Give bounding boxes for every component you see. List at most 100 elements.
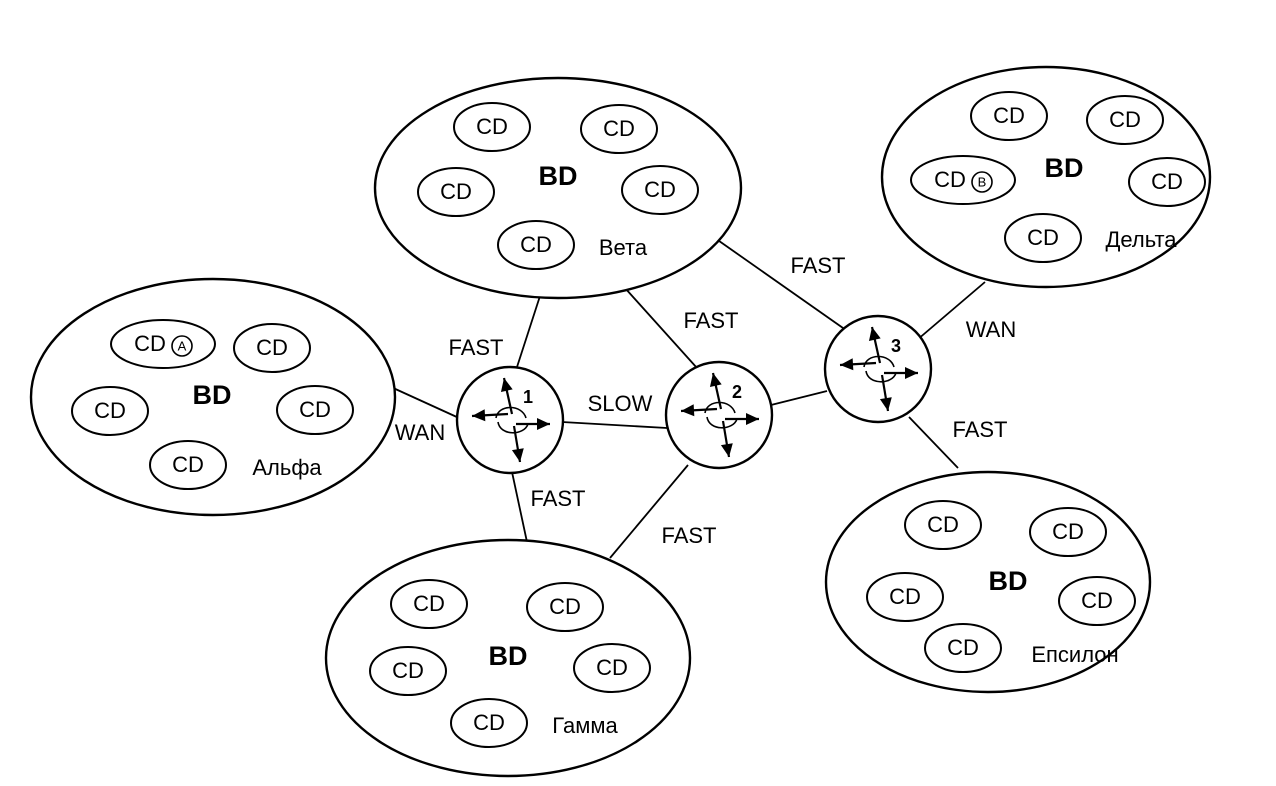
cd-ellipse bbox=[233, 323, 311, 373]
link-label-beta-r2: FAST bbox=[683, 308, 738, 333]
cd-ellipse bbox=[276, 385, 354, 435]
arrowhead bbox=[746, 413, 759, 425]
link-label-r3-delta: WAN bbox=[966, 317, 1017, 342]
cd-ellipse bbox=[910, 155, 1016, 205]
cd-label: CD bbox=[476, 114, 508, 139]
cd-label: CD bbox=[644, 177, 676, 202]
arrowhead bbox=[709, 373, 722, 387]
bd-label: BD bbox=[489, 641, 528, 671]
cd-ellipse bbox=[1004, 213, 1082, 263]
cd-marker-label: B bbox=[978, 174, 987, 189]
swirl-arc bbox=[495, 406, 527, 419]
cd-node: CD bbox=[233, 323, 311, 373]
cd-node: CD bbox=[526, 582, 604, 632]
bd-label: BD bbox=[539, 161, 578, 191]
cd-label: CD bbox=[473, 710, 505, 735]
arrowhead bbox=[720, 443, 733, 457]
domain-name: Дельта bbox=[1105, 227, 1177, 252]
cd-node: CD bbox=[573, 643, 651, 693]
arrowhead bbox=[681, 404, 695, 417]
arrowhead bbox=[840, 358, 854, 371]
cd-label: CD bbox=[172, 452, 204, 477]
cd-marker-circle bbox=[971, 171, 993, 193]
router-arrows-icon bbox=[680, 372, 759, 458]
swirl-arc bbox=[704, 401, 736, 414]
cd-marker-label: A bbox=[178, 338, 187, 353]
link-label-r2-gamma: FAST bbox=[661, 523, 716, 548]
cd-label: CD bbox=[134, 331, 166, 356]
cd-marker-circle bbox=[171, 335, 193, 357]
cd-ellipse bbox=[1086, 95, 1164, 145]
cd-label: CD bbox=[993, 103, 1025, 128]
cd-node: CD bbox=[276, 385, 354, 435]
cd-ellipse bbox=[1058, 576, 1136, 626]
arrowhead bbox=[905, 367, 918, 379]
link-label-r3-epsilon: FAST bbox=[952, 417, 1007, 442]
cd-node: CD bbox=[1029, 507, 1107, 557]
router-circle bbox=[823, 314, 933, 424]
cd-ellipse bbox=[390, 579, 468, 629]
router-label: 2 bbox=[732, 382, 742, 402]
cd-ellipse bbox=[573, 643, 651, 693]
link-r2-r3 bbox=[770, 390, 828, 406]
cd-label: CD bbox=[520, 232, 552, 257]
router-r2: 2 bbox=[664, 360, 774, 470]
cd-node: CD bbox=[390, 579, 468, 629]
link-r1-gamma bbox=[511, 471, 528, 543]
cd-ellipse bbox=[110, 319, 216, 369]
router-arrows-icon bbox=[839, 326, 918, 412]
cd-label: CD bbox=[1109, 107, 1141, 132]
cd-ellipse bbox=[924, 623, 1002, 673]
cd-ellipse bbox=[866, 572, 944, 622]
router-r3: 3 bbox=[823, 314, 933, 424]
cd-node: CD bbox=[1004, 213, 1082, 263]
link-beta-r1 bbox=[516, 295, 541, 368]
cd-node: CD bbox=[453, 102, 531, 152]
domain-name: Альфа bbox=[252, 455, 322, 480]
bd-label: BD bbox=[193, 380, 232, 410]
bd-label: BD bbox=[989, 566, 1028, 596]
cd-ellipse bbox=[1029, 507, 1107, 557]
swirl-arc bbox=[706, 416, 738, 429]
cd-node: CD bbox=[1086, 95, 1164, 145]
cd-node: CD bbox=[866, 572, 944, 622]
cd-label: CD bbox=[299, 397, 331, 422]
link-alpha-r1 bbox=[390, 386, 460, 419]
link-label-beta-r3: FAST bbox=[790, 253, 845, 278]
link-beta-r2 bbox=[624, 287, 698, 369]
cd-ellipse bbox=[526, 582, 604, 632]
cd-node: CD bbox=[417, 167, 495, 217]
link-r3-delta bbox=[916, 281, 986, 341]
cd-node: CD bbox=[1128, 157, 1206, 207]
cd-node: CD bbox=[580, 104, 658, 154]
cd-ellipse bbox=[497, 220, 575, 270]
cd-ellipse bbox=[417, 167, 495, 217]
cd-ellipse bbox=[453, 102, 531, 152]
domain-name: Вета bbox=[599, 235, 648, 260]
swirl-arc bbox=[865, 370, 897, 383]
link-label-beta-r1: FAST bbox=[448, 335, 503, 360]
cd-ellipse bbox=[970, 91, 1048, 141]
arrowhead bbox=[500, 378, 513, 392]
cd-label: CD bbox=[1027, 225, 1059, 250]
cd-node: CD bbox=[970, 91, 1048, 141]
link-label-r1-r2: SLOW bbox=[588, 391, 653, 416]
router-circle bbox=[455, 365, 565, 475]
arrowhead bbox=[511, 448, 524, 462]
cd-label: CD bbox=[889, 584, 921, 609]
arrowhead bbox=[472, 409, 486, 422]
link-r2-gamma bbox=[609, 464, 689, 559]
cd-node: CD bbox=[924, 623, 1002, 673]
cd-ellipse bbox=[621, 165, 699, 215]
domain-name: Гамма bbox=[552, 713, 618, 738]
cd-label: CD bbox=[413, 591, 445, 616]
cd-node: CD bbox=[450, 698, 528, 748]
swirl-arc bbox=[863, 355, 895, 368]
cd-label: CD bbox=[549, 594, 581, 619]
link-label-alpha-r1: WAN bbox=[395, 420, 446, 445]
